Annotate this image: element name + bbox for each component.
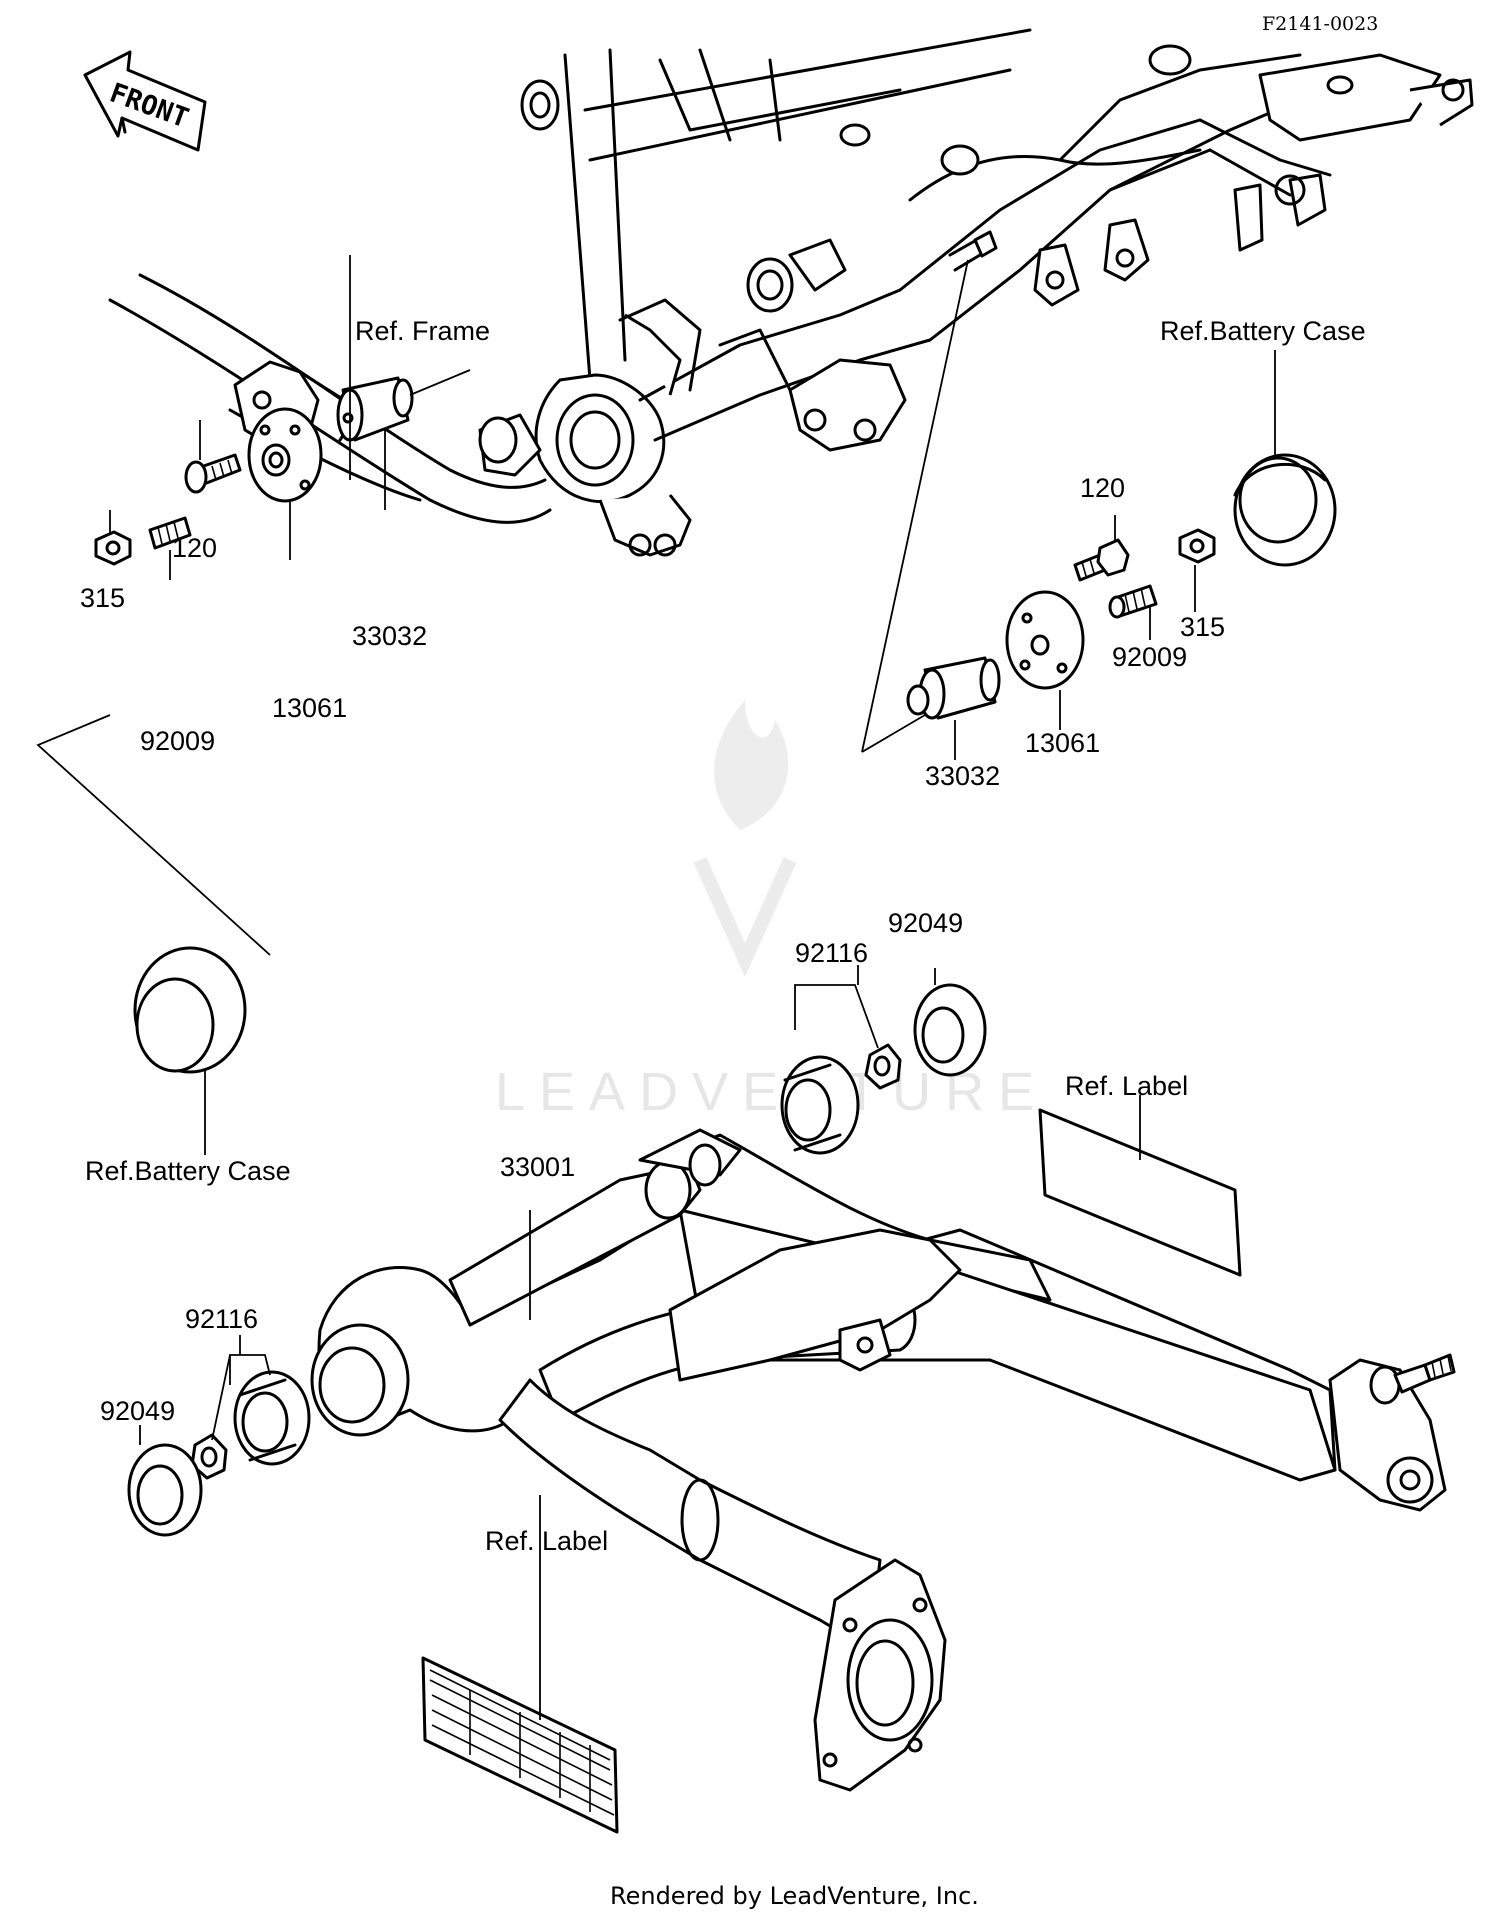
- part-right-315: 315: [1180, 612, 1225, 642]
- part-left-120: 120: [172, 533, 217, 563]
- lower-bearing-92116: [233, 1370, 311, 1466]
- ref-label-bottom-illustration: [421, 1495, 619, 1834]
- part-left-315: 315: [80, 583, 125, 613]
- part-right-120: 120: [1080, 473, 1125, 503]
- lower-bearing-set: [127, 1335, 311, 1537]
- right-battery-case-grommet: [1233, 350, 1337, 567]
- diagram-code: F2141-0023: [1262, 13, 1378, 35]
- footer-credit: Rendered by LeadVenture, Inc.: [610, 1882, 979, 1910]
- right-adjuster-13061: [1005, 590, 1085, 690]
- upper-bearing-set: [780, 965, 987, 1155]
- right-collar-33032: [906, 656, 1001, 720]
- part-right-33032: 33032: [925, 761, 1000, 791]
- left-battery-case-grommet: [36, 714, 271, 1155]
- part-left-13061: 13061: [272, 693, 347, 723]
- part-upper-92049: 92049: [888, 908, 963, 938]
- part-lower-92049: 92049: [100, 1396, 175, 1426]
- ref-battery-case-right-label: Ref.Battery Case: [1160, 316, 1366, 346]
- part-right-13061: 13061: [1025, 728, 1100, 758]
- part-swingarm-33001: 33001: [500, 1152, 575, 1182]
- ref-label-right-illustration: [1038, 1095, 1242, 1277]
- left-pivot-hardware: [94, 255, 471, 580]
- left-stud-92009: [148, 516, 192, 550]
- left-adjuster-13061: [247, 407, 323, 503]
- left-nut-315: [94, 530, 132, 566]
- part-left-33032: 33032: [352, 621, 427, 651]
- right-pivot-hardware: [861, 259, 1216, 760]
- swingarm-33001: [310, 1128, 1456, 1792]
- right-stud-92009: [1108, 584, 1158, 619]
- upper-bearing-92116: [780, 1055, 860, 1155]
- upper-seal-92049: [913, 983, 987, 1077]
- ref-frame-label: Ref. Frame: [355, 316, 490, 346]
- frame-illustration: [108, 28, 1474, 557]
- part-left-92009: 92009: [140, 726, 215, 756]
- ref-label-right-label: Ref. Label: [1065, 1071, 1188, 1101]
- left-bolt-120: [184, 453, 242, 494]
- lower-seal-92049: [127, 1443, 203, 1537]
- front-arrow-icon: FRONT: [83, 50, 207, 152]
- upper-nut-92116: [864, 1043, 902, 1090]
- left-collar-33032: [336, 376, 414, 442]
- ref-battery-case-left-label: Ref.Battery Case: [85, 1156, 291, 1186]
- right-nut-315: [1178, 528, 1216, 564]
- part-lower-92116: 92116: [185, 1304, 258, 1334]
- right-bolt-120: [1073, 538, 1130, 582]
- part-right-92009: 92009: [1112, 642, 1187, 672]
- ref-label-bottom-label: Ref. Label: [485, 1526, 608, 1556]
- part-upper-92116: 92116: [795, 938, 868, 968]
